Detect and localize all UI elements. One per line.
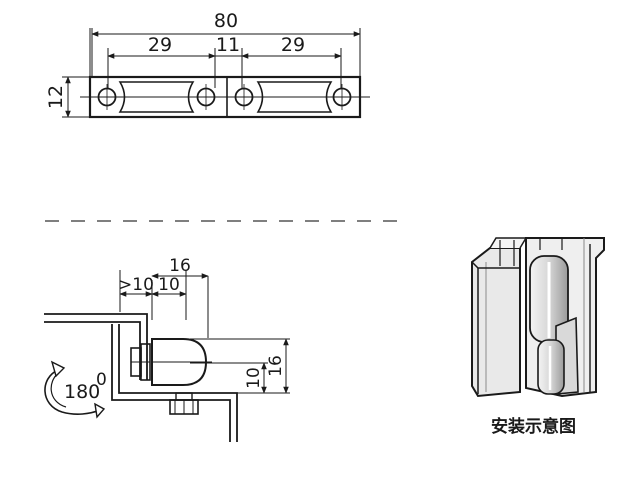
installation-caption: 安装示意图: [491, 416, 576, 437]
dim-offset-right: 10: [158, 275, 180, 295]
nut-icon: [169, 392, 199, 415]
top-view: 80 29 11 29 12: [45, 10, 370, 119]
dim-right-span: 29: [281, 34, 305, 56]
mounting-hole-icon: [97, 84, 352, 110]
dim-height: 12: [45, 85, 67, 109]
dim-offset-left: >10: [118, 275, 154, 295]
side-view: 16 >10 10 10 16: [44, 256, 290, 442]
installation-illustration: [471, 237, 605, 398]
rotation-arrow-icon: [44, 360, 106, 419]
dim-center-span: 11: [216, 34, 240, 56]
dim-vertical-outer: 16: [266, 355, 286, 377]
dim-overall-length: 80: [214, 10, 238, 32]
dim-vertical-inner: 10: [244, 367, 264, 389]
dim-overall-offset: 16: [169, 256, 191, 276]
rotation-degree-symbol: 0: [96, 370, 107, 390]
bolt-icon: [130, 343, 151, 381]
dim-left-span: 29: [148, 34, 172, 56]
rotation-angle: 180: [64, 381, 100, 403]
